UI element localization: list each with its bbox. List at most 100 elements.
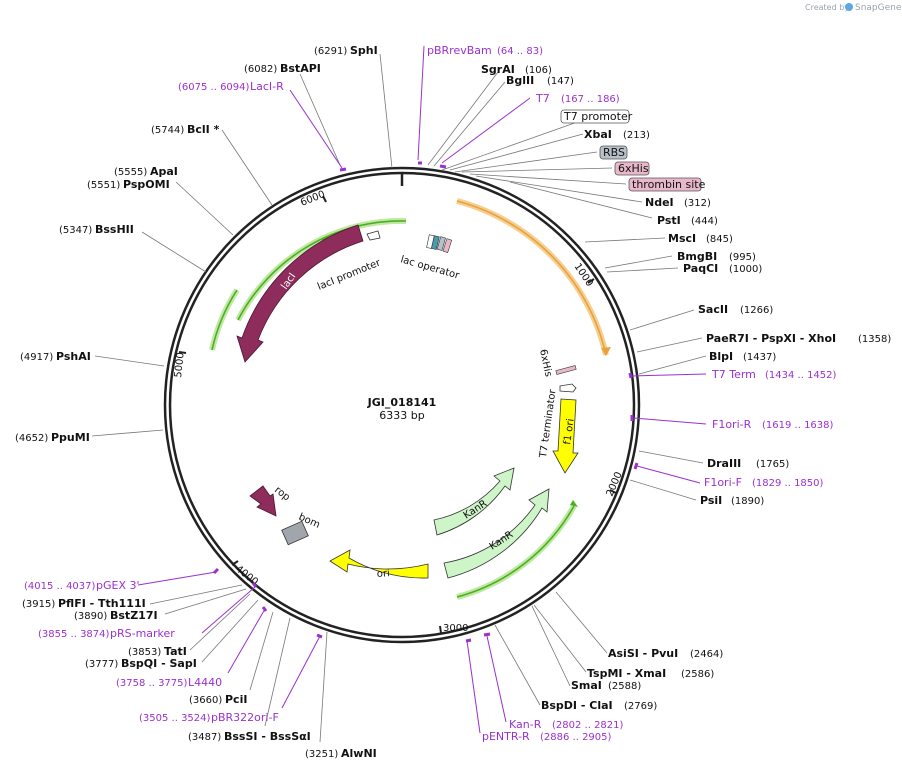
enzyme-num-psii: (1890) [731, 496, 764, 507]
enzyme-num-ppumi: (4652) [15, 433, 48, 444]
leader-msci [584, 237, 666, 243]
tick-5000-mark [178, 351, 187, 354]
leader-6xhis [461, 167, 613, 173]
enzyme-num-smai: (2588) [608, 681, 641, 692]
backbone-outer [163, 166, 641, 644]
f1-ori-label: f1 ori [562, 418, 577, 445]
f1-ori-arrow [552, 398, 579, 474]
rbs-box [599, 145, 628, 160]
enzyme-num-paqci: (1000) [729, 264, 762, 275]
enzyme-name-bsshii: BssHII [95, 223, 134, 236]
primer-name-laci-r: LacI-R [250, 80, 284, 93]
leader-tati [189, 593, 251, 651]
primer-name-l4440: L4440 [188, 676, 222, 689]
leader-rbs [454, 151, 598, 173]
leader-ndei [475, 175, 643, 203]
enzyme-name-tspmi: TspMI - XmaI [587, 667, 666, 680]
tick-4000-mark [231, 560, 239, 566]
enzyme-name-paer7i: PaeR7I - PspXI - XhoI [706, 332, 836, 345]
rop-label: rop [272, 485, 292, 504]
snapgene-logo-icon [845, 3, 853, 11]
leader-draiii [638, 450, 704, 464]
leader-sacii [629, 309, 695, 331]
credit-prefix: Created by [805, 3, 849, 12]
enzyme-name-bspdi: BspDI - ClaI [541, 699, 613, 712]
enzyme-num-ndei: (312) [684, 198, 711, 209]
orf-arc-left [211, 289, 238, 351]
leader-bspqi [201, 599, 259, 663]
lac-operator-mark [431, 235, 440, 250]
enzyme-num-draiii: (1765) [756, 459, 789, 470]
enzyme-name-pflfi: PflFI - Tth111I [58, 597, 146, 610]
orf-arc-left-halo [209, 288, 240, 351]
leader-bglii [433, 81, 506, 167]
enzyme-name-psii: PsiI [700, 494, 722, 507]
leader-kan-r [486, 635, 507, 723]
laci-promoter-label: lacI promoter [316, 257, 383, 293]
bom-box [281, 520, 309, 546]
enzyme-name-asisi: AsiSI - PvuI [608, 647, 678, 660]
primer-mark-kan-r [483, 632, 491, 637]
primer-name-prs: pRS-marker [110, 627, 175, 640]
t7-promoter-label: T7 promoter [563, 110, 633, 123]
enzyme-name-pshai: PshAI [56, 350, 91, 363]
thrombin-label: thrombin site [632, 178, 706, 191]
primer-range-f1ori-f: (1829 .. 1850) [752, 478, 824, 489]
tick-3000: 3000 [443, 623, 468, 634]
leader-f1ori-f [636, 465, 701, 484]
primer-name-pbrrevbam: pBRrevBam [427, 44, 492, 57]
enzyme-name-draiii: DraIII [707, 457, 741, 470]
primer-mark-t7 [439, 164, 447, 169]
t7-terminator-label: T7 terminator [538, 388, 559, 460]
enzyme-name-paqci: PaqCI [683, 262, 718, 275]
leader-pshai [94, 355, 165, 367]
enzyme-name-smai: SmaI [571, 679, 602, 692]
enzyme-num-apai: (5555) [114, 167, 147, 178]
enzyme-num-pspomi: (5551) [87, 180, 120, 191]
primer-mark-laci-r [339, 167, 347, 172]
leader-bcli [221, 129, 273, 206]
leader-bspdi [494, 624, 541, 706]
primer-name-f1ori-r: F1ori-R [712, 418, 752, 431]
primer-name-pbr322: pBR322ori-F [211, 711, 279, 724]
leader-asisi [555, 591, 608, 654]
primer-mark-f1ori-f [633, 462, 639, 470]
leader-pbr322 [281, 635, 321, 709]
leader-blpi [638, 355, 707, 375]
primer-range-pbr322: (3505 .. 3524) [139, 713, 211, 724]
enzyme-name-bstapi: BstAPI [280, 62, 321, 75]
primer-mark-t7-term [628, 372, 633, 379]
enzyme-name-ppumi: PpuMI [51, 431, 90, 444]
leader-xbai [449, 133, 584, 171]
lac-operator-label: lac operator [399, 254, 461, 282]
enzyme-num-bcli: (5744) [151, 125, 184, 136]
leader-thrombin [469, 173, 627, 185]
leader-paqci [606, 267, 679, 273]
tick-3000-mark [439, 625, 442, 634]
enzyme-num-bglii: (147) [547, 76, 574, 87]
ori-arrow [329, 549, 429, 579]
leader-l4440 [227, 608, 266, 674]
leader-pgex [137, 571, 217, 586]
enzyme-name-sphi: SphI [350, 44, 378, 57]
tick-6000: 6000 [299, 189, 327, 209]
enzyme-name-bstz17i: BstZ17I [110, 609, 158, 622]
enzyme-name-msci: MscI [668, 232, 696, 245]
tick-5000: 5000 [173, 352, 187, 378]
primer-range-f1ori-r: (1619 .. 1638) [762, 420, 834, 431]
enzyme-num-tati: (3853) [128, 647, 161, 658]
leader-t7 [441, 97, 531, 164]
enzyme-num-blpi: (1437) [743, 352, 776, 363]
tick-6000-mark [322, 195, 327, 203]
enzyme-num-bstapi: (6082) [244, 64, 277, 75]
primer-name-t7: T7 [535, 92, 550, 105]
orf-arc-orange-head [601, 347, 611, 356]
enzyme-name-psti: PstI [657, 214, 681, 227]
enzyme-num-bmgbi: (995) [729, 252, 756, 263]
enzyme-name-pspomi: PspOMI [123, 178, 170, 191]
sixhis-box-label: 6xHis [618, 162, 649, 175]
rbs-label: RBS [603, 146, 625, 159]
enzyme-num-bsshii: (5347) [59, 225, 92, 236]
primer-name-f1ori-f: F1ori-F [704, 476, 742, 489]
